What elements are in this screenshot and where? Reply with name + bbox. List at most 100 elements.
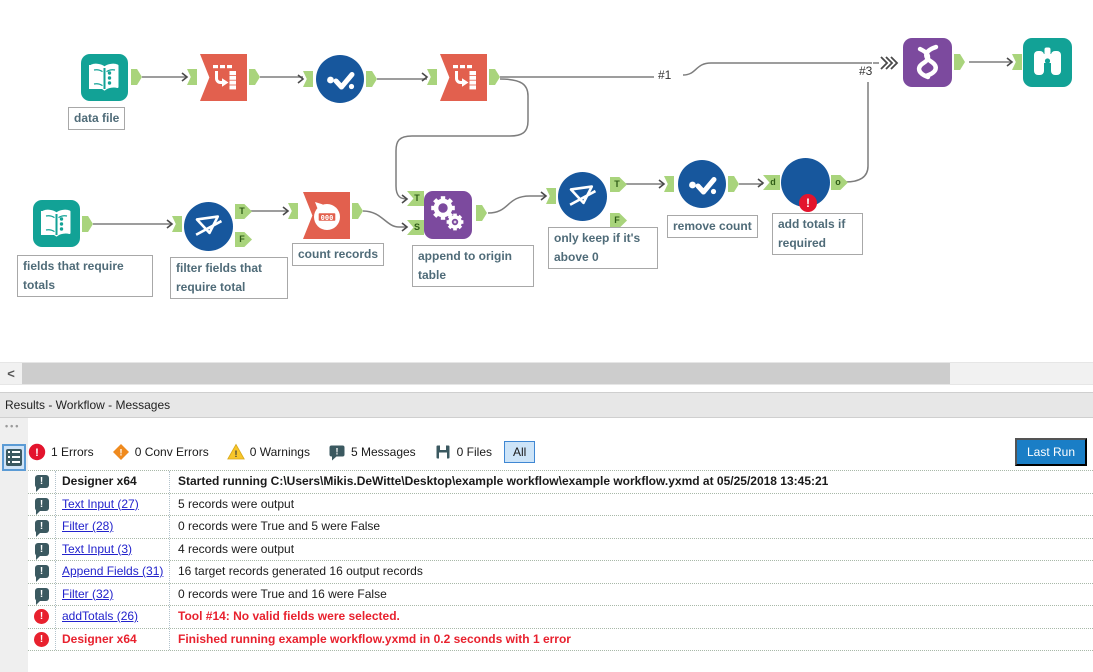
svg-text:!: !: [335, 447, 338, 457]
union-tool[interactable]: [903, 38, 952, 87]
connection-wires: [93, 56, 1014, 232]
svg-text:!: !: [234, 449, 237, 459]
conv-errors-filter[interactable]: 0 Conv Errors: [134, 445, 209, 459]
annotation-count-records[interactable]: count records: [292, 243, 385, 266]
warnings-filter[interactable]: 0 Warnings: [249, 445, 310, 459]
union-icon: [916, 44, 939, 80]
annotation-append-origin[interactable]: append to origin table: [412, 245, 534, 287]
append-fields-tool[interactable]: [424, 191, 472, 239]
input-anchor[interactable]: [187, 69, 197, 85]
tool-link[interactable]: addTotals (26): [56, 606, 170, 628]
panel-drag-handle[interactable]: •••: [5, 421, 21, 431]
error-icon: !: [28, 628, 56, 650]
output-anchor[interactable]: [131, 69, 142, 85]
append-fields-icon: [431, 196, 464, 231]
filter-icon: [569, 185, 597, 206]
select-tool-1[interactable]: [316, 55, 364, 103]
svg-text:!: !: [35, 447, 39, 459]
select-icon: [327, 72, 355, 90]
result-row: !Text Input (3)4 records were output: [28, 538, 1093, 561]
browse-tool[interactable]: [1023, 38, 1072, 87]
input-anchor[interactable]: [288, 203, 298, 219]
result-row: !Filter (28) 0 records were True and 5 we…: [28, 516, 1093, 539]
scrollbar-thumb[interactable]: [22, 363, 950, 384]
svg-text:!: !: [119, 448, 122, 458]
macro-input-anchor[interactable]: d: [763, 175, 780, 190]
result-message: Started running C:\Users\Mikis.DeWitte\D…: [178, 474, 829, 488]
warning-icon: !: [226, 443, 245, 460]
true-anchor[interactable]: T: [235, 204, 252, 219]
result-message: Tool #14: No valid fields were selected.: [178, 609, 400, 623]
result-message: 4 records were output: [178, 541, 295, 556]
messages-filter[interactable]: 5 Messages: [350, 445, 416, 459]
message-icon: !: [28, 516, 56, 538]
output-anchor[interactable]: [352, 203, 363, 219]
tool-link[interactable]: Filter (32): [56, 583, 170, 605]
browse-icon: [1034, 47, 1061, 75]
tool-link[interactable]: Filter (28): [56, 516, 170, 538]
annotation-fields-totals[interactable]: fields that require totals: [17, 255, 153, 297]
target-anchor[interactable]: T: [407, 191, 424, 206]
tool-link[interactable]: Append Fields (31): [56, 561, 170, 583]
input-anchor[interactable]: [546, 188, 556, 204]
output-anchor[interactable]: [489, 69, 500, 85]
input-anchor[interactable]: [427, 69, 437, 85]
messages-view-button[interactable]: [2, 444, 26, 471]
false-anchor[interactable]: F: [235, 232, 252, 247]
result-message: Finished running example workflow.yxmd i…: [178, 631, 571, 646]
tool-error-badge: !: [799, 194, 817, 212]
annotation-data-file[interactable]: data file: [68, 107, 126, 130]
select-tool-2[interactable]: [678, 160, 726, 208]
input-anchor[interactable]: [1012, 54, 1022, 70]
message-icon: !: [28, 561, 56, 583]
last-run-button[interactable]: Last Run: [1014, 438, 1087, 466]
result-row: !addTotals (26) Tool #14: No valid fields…: [28, 606, 1093, 629]
text-input-icon: [89, 63, 119, 91]
filter-tool-1[interactable]: [184, 202, 233, 251]
input-anchor[interactable]: [172, 216, 182, 232]
annotation-add-totals[interactable]: add totals if required: [772, 213, 863, 255]
output-anchor[interactable]: [82, 216, 93, 232]
tool-link[interactable]: Text Input (27): [56, 493, 170, 515]
tool-link[interactable]: Text Input (3): [56, 538, 170, 560]
annotation-only-keep[interactable]: only keep if it's above 0: [548, 227, 658, 269]
output-anchor[interactable]: [366, 71, 377, 87]
output-anchor[interactable]: [249, 69, 260, 85]
false-anchor[interactable]: F: [610, 213, 627, 228]
result-message: 0 records were True and 16 were False: [178, 586, 387, 601]
input-anchor[interactable]: [664, 176, 674, 192]
text-input-tool-data-file[interactable]: [81, 54, 128, 101]
macro-output-anchor[interactable]: o: [831, 175, 848, 190]
errors-filter[interactable]: 1 Errors: [51, 445, 94, 459]
results-panel-header: Results - Workflow - Messages: [0, 392, 1093, 418]
annotation-remove-count[interactable]: remove count: [667, 215, 758, 238]
workflow-canvas[interactable]: #1 #3: [0, 0, 1093, 362]
conv-error-icon: !: [112, 444, 129, 460]
all-filter-button[interactable]: All: [504, 441, 536, 463]
scroll-left-button[interactable]: <: [7, 366, 15, 381]
filter-icon: [195, 215, 223, 236]
input-anchor[interactable]: [303, 71, 313, 87]
output-anchor[interactable]: [476, 205, 487, 221]
text-input-tool-fields[interactable]: [33, 200, 80, 247]
files-icon: [436, 445, 450, 459]
result-row: !Filter (32)0 records were True and 16 w…: [28, 583, 1093, 606]
output-anchor[interactable]: [728, 176, 739, 192]
output-anchor[interactable]: [954, 54, 965, 70]
result-message: 0 records were True and 5 were False: [178, 519, 381, 533]
error-icon: !: [28, 443, 46, 461]
error-icon: !: [28, 606, 56, 628]
true-anchor[interactable]: T: [610, 177, 627, 192]
annotation-filter-fields[interactable]: filter fields that require total: [170, 257, 288, 299]
message-bubble-icon: !: [329, 445, 345, 461]
horizontal-scrollbar: <: [0, 362, 1093, 385]
filter-tool-2[interactable]: [558, 172, 607, 221]
count-records-icon: 000: [314, 202, 340, 230]
source-anchor[interactable]: S: [407, 220, 424, 235]
crosstab-icon: [453, 65, 476, 90]
files-filter[interactable]: 0 Files: [456, 445, 493, 459]
